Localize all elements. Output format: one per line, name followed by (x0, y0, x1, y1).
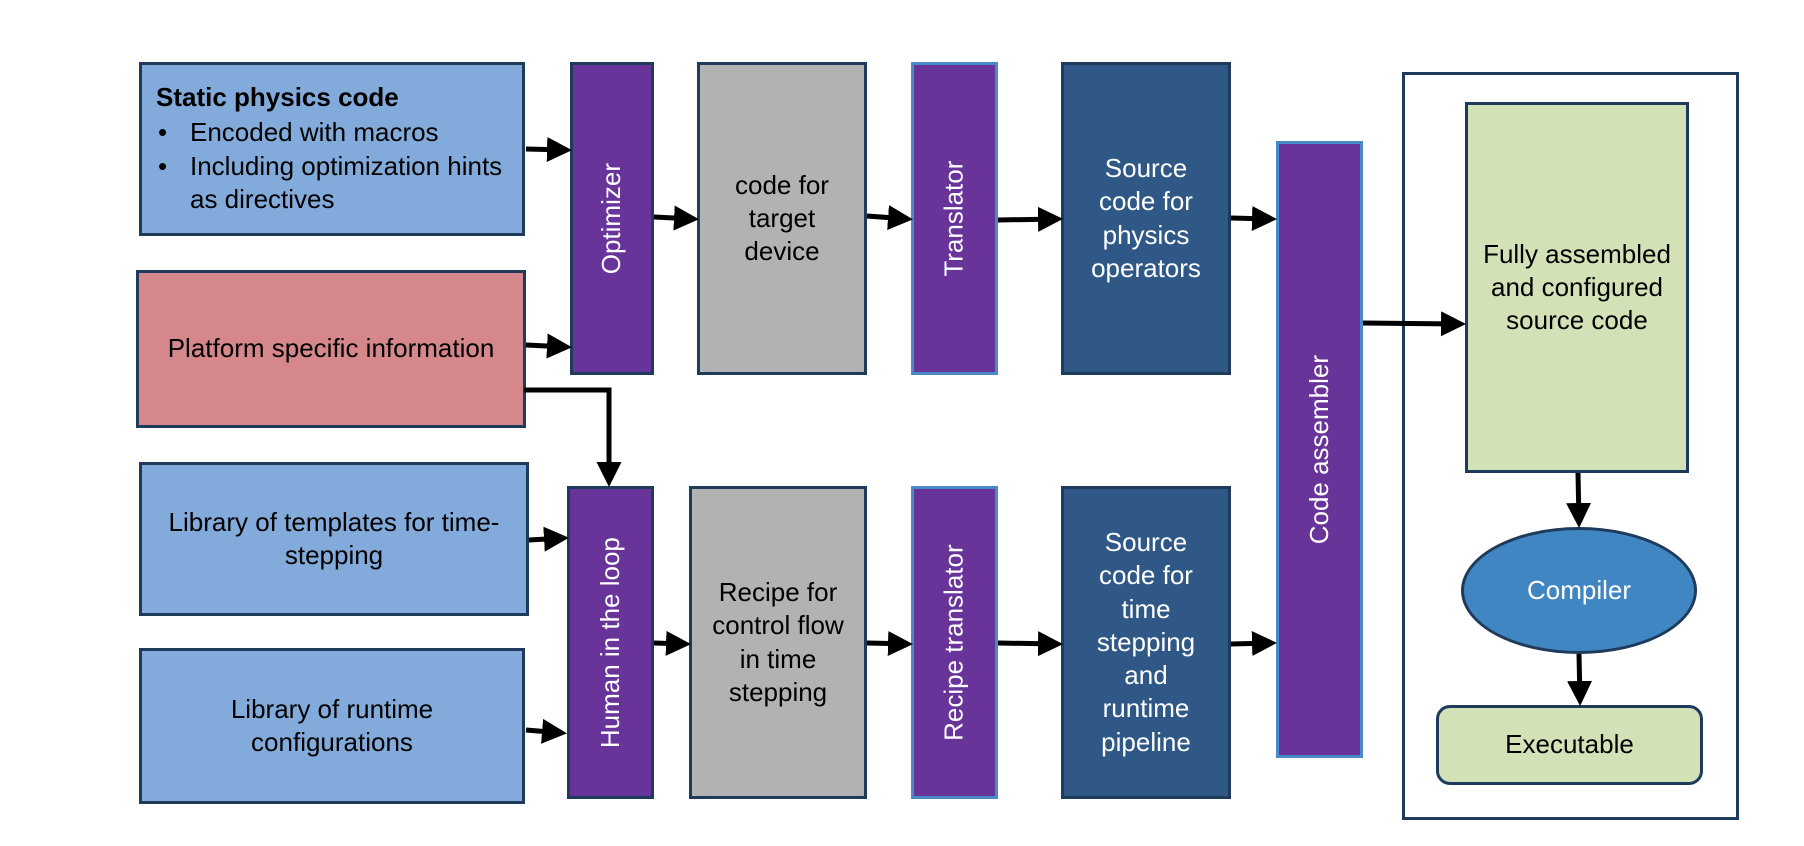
arrow-assembled-to-compiler (1566, 472, 1592, 528)
executable-label: Executable (1505, 729, 1634, 760)
physics-source-box: Source code for physics operators (1061, 62, 1231, 375)
executable-box: Executable (1436, 705, 1703, 785)
templates-library-label: Library of templates for time-stepping (168, 506, 500, 570)
arrow-recipetranslator-to-timestepping (997, 631, 1063, 657)
arrow-platform-to-optimizer (525, 333, 572, 359)
target-code-box: code for target device (697, 62, 867, 375)
arrow-compiler-to-executable (1567, 653, 1593, 706)
recipe-box: Recipe for control flow in time stepping (689, 486, 867, 799)
arrow-runtime-to-human (525, 718, 567, 744)
compiler-ellipse: Compiler (1461, 527, 1697, 654)
runtime-library-box: Library of runtime configurations (139, 648, 525, 804)
arrow-target-to-translator (866, 205, 913, 231)
timestepping-source-box: Source code for time stepping and runtim… (1061, 486, 1231, 799)
arrow-optimizer-to-target (653, 205, 699, 231)
templates-library-box: Library of templates for time-stepping (139, 462, 529, 616)
target-code-label: code for target device (735, 169, 829, 267)
static-physics-title: Static physics code (156, 82, 399, 112)
static-physics-bullet: Including optimization hints as directiv… (156, 150, 508, 217)
arrow-templates-to-human (528, 526, 569, 552)
arrow-timestepping-to-assembler (1230, 630, 1277, 656)
arrow-human-to-recipe (653, 630, 691, 656)
code-assembler-box: Code assembler (1276, 141, 1363, 758)
arrow-static-to-optimizer (525, 137, 572, 163)
optimizer-box: Optimizer (570, 62, 654, 375)
arrow-assembler-to-assembled (1362, 311, 1466, 337)
assembled-source-box: Fully assembled and configured source co… (1465, 102, 1689, 473)
human-in-loop-box: Human in the loop (567, 486, 654, 799)
platform-info-box: Platform specific information (136, 270, 526, 428)
arrow-physics-to-assembler (1230, 206, 1277, 232)
static-physics-bullets: Encoded with macros Including optimizati… (156, 116, 508, 216)
runtime-library-label: Library of runtime configurations (230, 693, 434, 757)
platform-info-label: Platform specific information (167, 333, 495, 364)
output-container (1402, 72, 1739, 820)
timestepping-source-label: Source code for time stepping and runtim… (1096, 527, 1196, 757)
compiler-label: Compiler (1526, 575, 1632, 605)
static-physics-code-box: Static physics code Encoded with macros … (139, 62, 525, 236)
recipe-label: Recipe for control flow in time stepping (712, 576, 844, 707)
physics-source-label: Source code for physics operators (1091, 152, 1201, 283)
assembled-source-label: Fully assembled and configured source co… (1483, 238, 1671, 336)
arrow-recipe-to-recipetranslator (866, 631, 913, 657)
arrow-translator-to-physics (997, 206, 1063, 232)
static-physics-bullet: Encoded with macros (156, 116, 508, 150)
arrow-platform-to-human (524, 387, 622, 487)
